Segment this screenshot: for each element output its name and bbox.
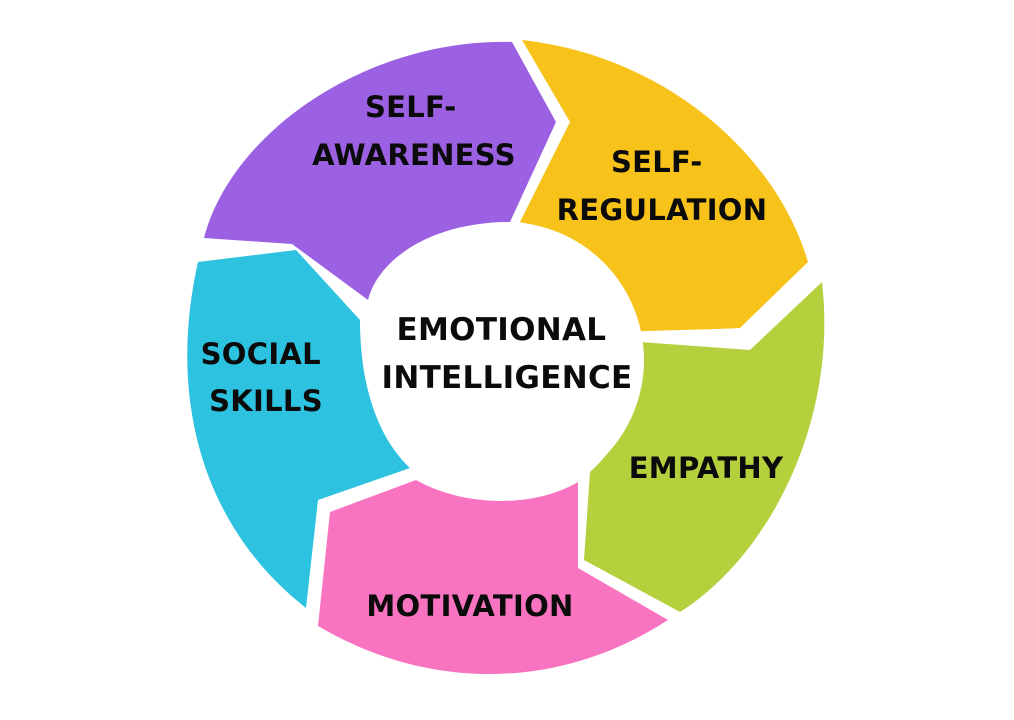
self-awareness-label-line-1: SELF- — [365, 90, 457, 124]
segment-social-skills — [187, 250, 410, 608]
self-awareness-label: SELF- AWARENESS — [312, 90, 516, 172]
self-regulation-label-line-1: SELF- — [611, 145, 703, 179]
center-label-line-2: INTELLIGENCE — [382, 360, 633, 396]
social-skills-label: SOCIAL SKILLS — [201, 337, 332, 418]
center-hub — [368, 222, 644, 498]
social-skills-label-line-1: SOCIAL — [201, 337, 321, 371]
segment-empathy — [584, 282, 825, 612]
empathy-label-line-1: EMPATHY — [629, 451, 784, 485]
segment-self-awareness — [204, 41, 556, 300]
motivation-label: MOTIVATION — [366, 589, 573, 623]
empathy-label: EMPATHY — [629, 451, 784, 485]
self-regulation-label: SELF- REGULATION — [557, 145, 768, 227]
segment-motivation — [318, 480, 668, 675]
self-regulation-label-line-2: REGULATION — [557, 193, 768, 227]
center-label-line-1: EMOTIONAL — [397, 312, 607, 348]
motivation-label-line-1: MOTIVATION — [366, 589, 573, 623]
social-skills-label-line-2: SKILLS — [209, 384, 323, 418]
center-label: EMOTIONAL INTELLIGENCE — [382, 312, 633, 396]
self-awareness-label-line-2: AWARENESS — [312, 138, 516, 172]
